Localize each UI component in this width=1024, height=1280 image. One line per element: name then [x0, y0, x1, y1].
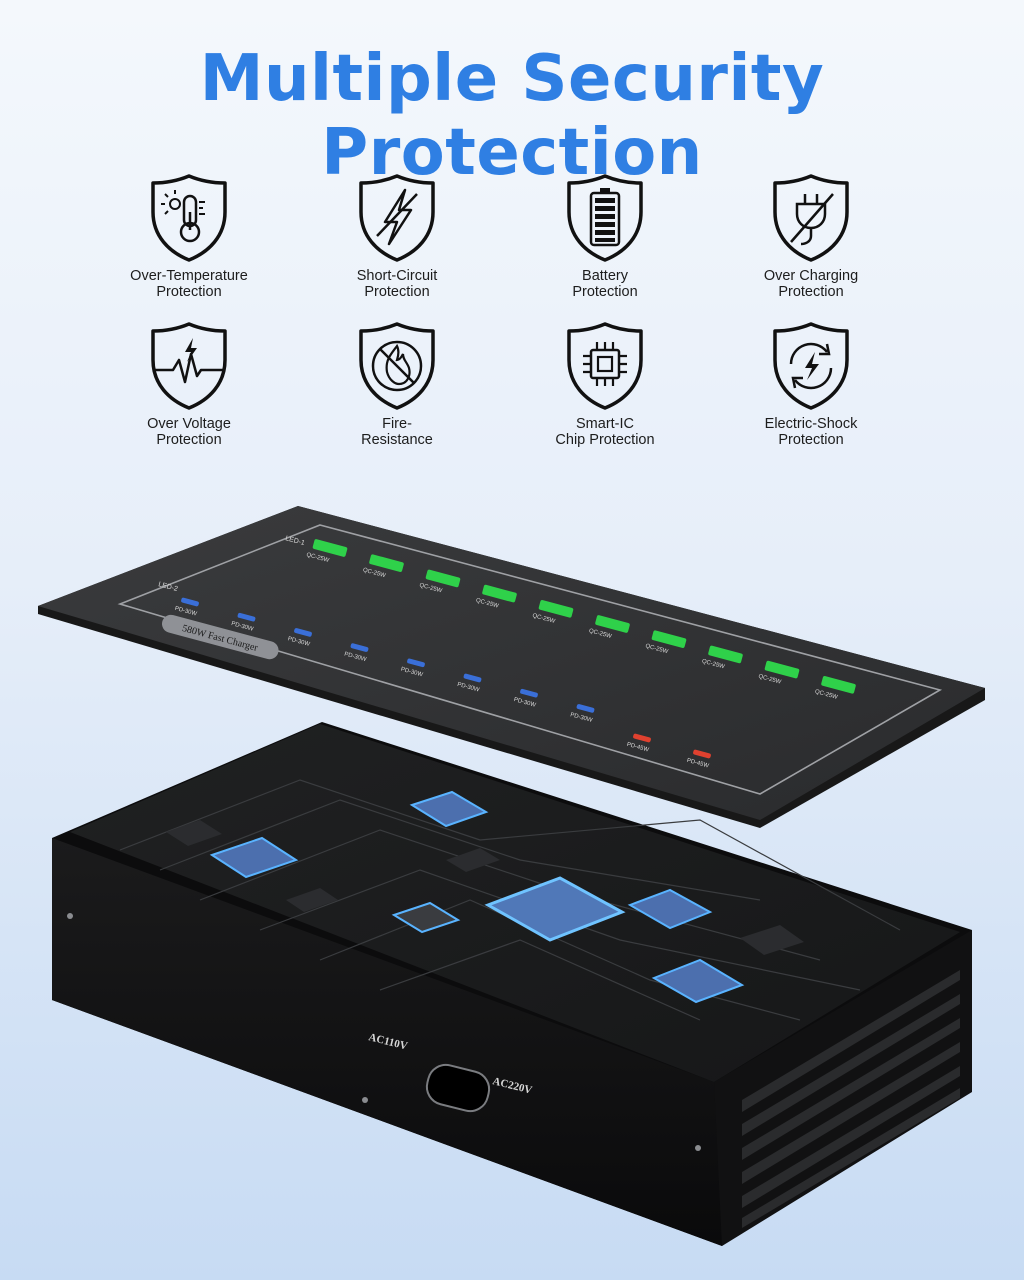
page-title: Multiple Security Protection [199, 42, 825, 190]
pd30-port: PD-30W [174, 597, 199, 618]
qc-port-slot [708, 645, 743, 664]
feature-label: Smart-IC Chip Protection [555, 416, 655, 448]
chip-icon [567, 322, 643, 410]
pd30-port-label: PD-30W [343, 651, 367, 663]
voltage-pulse-icon [151, 322, 227, 410]
charger-base: AC110V AC220V [52, 722, 972, 1246]
cycle-bolt-icon [773, 322, 849, 410]
qc-port-label: QC-25W [532, 613, 556, 625]
pd30-port-label: PD-30W [400, 667, 424, 679]
qc-port: QC-25W [701, 645, 743, 671]
qc-port-slot [595, 615, 630, 633]
pd30-port: PD-30W [230, 612, 256, 633]
pd30-port-label: PD-30W [569, 712, 593, 724]
qc-port: QC-25W [814, 676, 856, 701]
led1-label: LED-1 [284, 535, 305, 547]
qc-port-label: QC-25W [701, 659, 725, 671]
feature-label: Electric-Shock Protection [764, 416, 858, 448]
pd30-port-label: PD-30W [230, 621, 254, 633]
pd30-port-slot [520, 688, 538, 698]
pd30-port: PD-30W [343, 643, 369, 663]
pd30-port-slot [350, 643, 369, 652]
feature-label: Battery Protection [572, 268, 638, 300]
circuit-traces [119, 779, 901, 1021]
pd30-port-label: PD-30W [456, 682, 480, 694]
top-panel: LED-1 LED-2 580W Fast Charger QC-25WQC-2… [38, 506, 985, 828]
qc-port-slot [369, 554, 404, 572]
feature-over-voltage: Over Voltage Protection [89, 320, 289, 448]
feature-label: Fire- Resistance [361, 416, 433, 448]
feature-label: Over Voltage Protection [147, 416, 231, 448]
pd30-port-label: PD-30W [287, 636, 311, 648]
circuit-chips [166, 790, 804, 1004]
pd30-port-slot [407, 658, 425, 668]
pd30-port-label: PD-30W [513, 697, 537, 709]
qc-port-slot [482, 584, 517, 603]
qc-port-label: QC-25W [588, 628, 612, 640]
charger-illustration: LED-1 LED-2 580W Fast Charger QC-25WQC-2… [38, 506, 985, 1246]
pd45-port-label: PD-45W [626, 742, 650, 754]
pd30-port-slot [294, 628, 312, 637]
side-vents [742, 970, 960, 1228]
qc-port-label: QC-25W [645, 643, 669, 655]
qc-port: QC-25W [362, 554, 404, 579]
qc-port-label: QC-25W [758, 674, 782, 686]
battery-icon [567, 174, 643, 262]
qc-port-slot [821, 676, 856, 694]
qc-port-slot [651, 630, 687, 648]
qc-port-slot [538, 600, 574, 618]
port-group: QC-25W QC-25W QC-25W QC-25W QC-25W QC-25W QC-2… [174, 539, 856, 770]
qc-port-slot [764, 660, 800, 679]
pd30-port: PD-30W [513, 688, 538, 709]
feature-label: Short-Circuit Protection [356, 268, 438, 300]
pd30-port: PD-30W [287, 628, 312, 648]
feature-label: Over-Temperature Protection [130, 268, 248, 300]
qc-port: QC-25W [306, 539, 348, 564]
pd30-port: PD-30W [400, 658, 425, 679]
qc-port-slot [425, 569, 461, 588]
qc-port: QC-25W [419, 569, 461, 595]
qc-port-label: QC-25W [475, 598, 499, 610]
no-fire-icon [359, 322, 435, 410]
qc-port: QC-25W [588, 615, 630, 640]
qc-port-slot [312, 539, 348, 557]
feature-over-charging: Over Charging Protection [711, 172, 911, 300]
feature-electric-shock: Electric-Shock Protection [711, 320, 911, 448]
pd30-port-slot [181, 597, 199, 607]
pd30-port: PD-30W [569, 704, 595, 724]
qc-port: QC-25W [475, 584, 517, 610]
feature-battery: Battery Protection [505, 172, 705, 300]
pd45-port-label: PD-45W [686, 758, 710, 770]
screw-dots [67, 913, 701, 1151]
pd45-port-slot [633, 733, 651, 743]
plug-icon [773, 174, 849, 262]
feature-over-temperature: Over-Temperature Protection [89, 172, 289, 300]
pd30-port-slot [463, 673, 482, 683]
feature-short-circuit: Short-Circuit Protection [297, 172, 497, 300]
pd30-port-slot [576, 704, 595, 713]
voltage-switch[interactable] [423, 1061, 493, 1115]
led2-label: LED-2 [157, 581, 178, 593]
qc-port-label: QC-25W [362, 567, 386, 579]
qc-port-label: QC-25W [306, 552, 330, 564]
thermometer-icon [151, 174, 227, 262]
qc-port-label: QC-25W [419, 583, 443, 595]
pd45-port: PD-45W [686, 749, 711, 770]
pd45-port-slot [693, 749, 711, 759]
feature-smart-ic: Smart-IC Chip Protection [505, 320, 705, 448]
pd30-port: PD-30W [456, 673, 482, 694]
qc-port: QC-25W [645, 630, 687, 655]
qc-port: QC-25W [758, 660, 800, 686]
qc-port-label: QC-25W [814, 689, 838, 701]
qc-port: QC-25W [532, 600, 574, 625]
feature-label: Over Charging Protection [763, 268, 859, 300]
pd30-port-slot [237, 612, 256, 622]
pd45-port: PD-45W [626, 733, 651, 754]
lightning-icon [359, 174, 435, 262]
pd30-port-label: PD-30W [174, 606, 198, 618]
feature-fire-resistance: Fire- Resistance [297, 320, 497, 448]
